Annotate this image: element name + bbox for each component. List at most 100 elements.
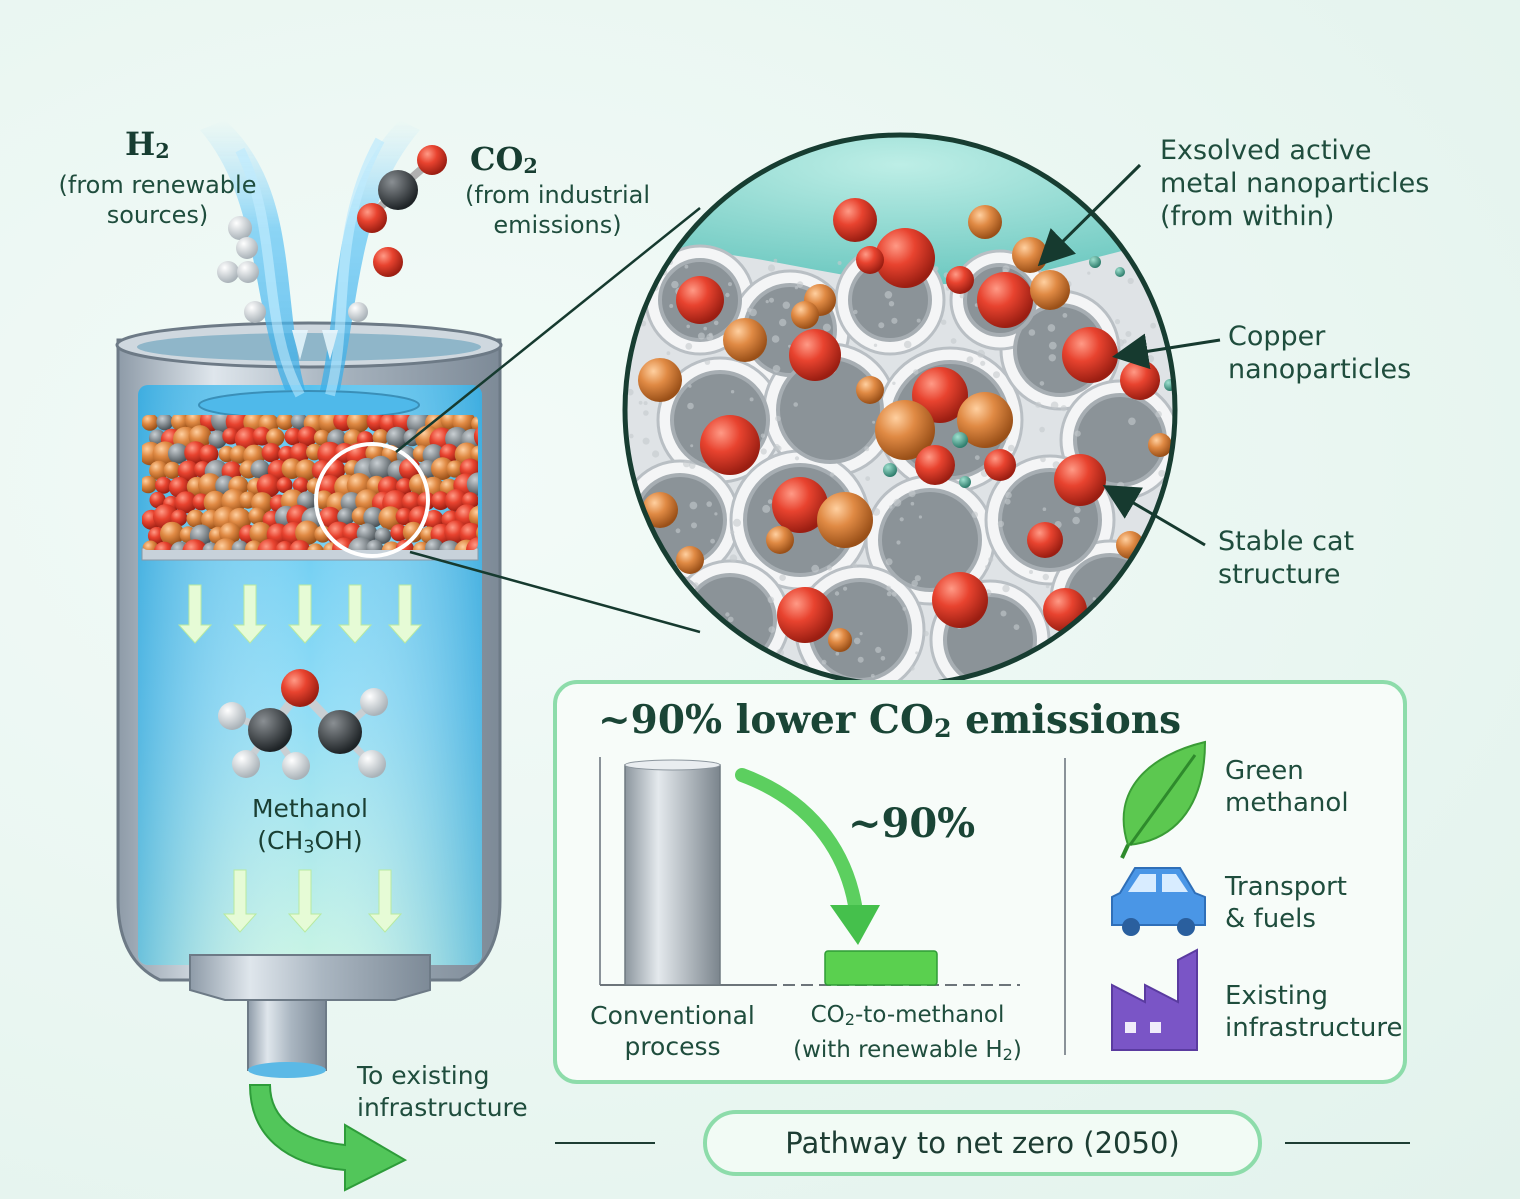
co2-molecule	[348, 145, 447, 322]
emissions-title: ~90% lower CO2 emissions	[598, 697, 1181, 743]
benefit-transport: Transport & fuels	[1225, 871, 1347, 935]
surface-texture-dot	[652, 450, 660, 458]
co2-note-line2: emissions)	[493, 211, 622, 239]
co2-source-note: (from industrial emissions)	[450, 180, 665, 240]
surface-texture-dot	[643, 401, 648, 406]
methanol-formula: (CH3OH)	[210, 825, 410, 864]
surface-texture-dot	[1029, 570, 1033, 574]
surface-texture-dot	[1122, 339, 1127, 344]
catalyst-pellet	[160, 521, 184, 546]
surface-texture-dot	[941, 319, 947, 325]
nanoparticle	[977, 272, 1033, 328]
surface-texture-dot	[1035, 401, 1042, 408]
surface-texture-dot	[687, 402, 694, 410]
surface-texture-dot	[769, 297, 774, 303]
flow-arrow-icon	[287, 869, 323, 933]
surface-texture-dot	[767, 596, 775, 604]
nanoparticle	[932, 572, 988, 628]
surface-texture-dot	[822, 323, 831, 332]
catalyst-pellet	[213, 538, 239, 550]
nanoparticle	[791, 301, 819, 329]
catalyst-pellet	[368, 455, 393, 481]
bar-label-conventional-line1: Conventional	[590, 1001, 755, 1030]
benefit-green-methanol-line1: Green	[1225, 756, 1304, 786]
surface-texture-dot	[916, 318, 921, 323]
catalyst-pellet	[222, 427, 240, 445]
nanoparticle	[1148, 433, 1172, 457]
surface-texture-dot	[725, 612, 730, 617]
catalyst-pellet	[231, 540, 249, 550]
surface-texture-dot	[703, 326, 707, 331]
surface-texture-dot	[1046, 666, 1052, 671]
surface-texture-dot	[886, 591, 892, 597]
reduction-label: ~90%	[848, 800, 976, 847]
surface-texture-dot	[636, 581, 642, 587]
surface-texture-dot	[1002, 584, 1010, 593]
surface-texture-dot	[1068, 671, 1076, 678]
catalyst-pellet	[174, 491, 197, 514]
pathway-pill	[703, 1110, 1262, 1176]
surface-texture-dot	[880, 656, 886, 661]
emissions-title-part-a: ~90% lower CO	[598, 697, 934, 743]
catalyst-pellet	[284, 427, 303, 446]
callout-exsolved-line3: (from within)	[1160, 201, 1335, 232]
surface-texture-dot	[1074, 430, 1081, 437]
surface-texture-dot	[899, 517, 904, 522]
dopant-particle	[1115, 267, 1125, 277]
surface-texture-dot	[1039, 426, 1045, 433]
reduction-arrow	[735, 768, 862, 912]
catalyst-pellet	[153, 541, 175, 550]
catalyst-pellet	[276, 415, 295, 431]
bar-label-conventional-line2: process	[624, 1032, 721, 1061]
surface-texture-dot	[821, 659, 827, 665]
catalyst-pellet	[366, 539, 384, 550]
surface-texture-dot	[1133, 597, 1141, 604]
nanoparticle	[676, 276, 724, 324]
surface-texture-dot	[1045, 663, 1052, 670]
surface-texture-dot	[1092, 597, 1097, 601]
nanoparticle	[700, 415, 760, 475]
bar-label-new-line2-sub: 2	[1002, 1045, 1013, 1065]
surface-texture-dot	[834, 591, 840, 596]
surface-texture-dot	[700, 633, 705, 638]
outlet-line2: infrastructure	[357, 1093, 528, 1122]
car-icon	[1111, 867, 1206, 936]
surface-texture-dot	[728, 282, 732, 287]
pore-cavity	[878, 488, 982, 592]
benefit-infrastructure-line2: infrastructure	[1225, 1013, 1403, 1043]
surface-texture-dot	[1050, 401, 1059, 410]
catalyst-pellet	[337, 507, 355, 526]
bar-label-conventional: Conventional process	[580, 1000, 765, 1062]
surface-texture-dot	[889, 505, 893, 509]
nanoparticle	[946, 266, 974, 294]
methanol-name: Methanol	[251, 794, 368, 823]
surface-texture-dot	[950, 338, 957, 344]
catalyst-pellet	[276, 477, 293, 494]
catalyst-pellet	[395, 478, 413, 495]
surface-texture-dot	[772, 365, 781, 373]
surface-texture-dot	[725, 292, 730, 298]
co2-subscript: 2	[523, 153, 538, 179]
nanoparticle	[856, 376, 884, 404]
nanoparticles	[638, 198, 1175, 652]
h2-note-line2: sources)	[106, 201, 209, 229]
catalyst-pellet	[244, 540, 263, 550]
surface-texture-dot	[710, 620, 716, 627]
catalyst-pellet	[142, 415, 159, 431]
catalyst-pellet	[248, 507, 266, 525]
catalyst-pellet	[229, 445, 248, 464]
surface-texture-dot	[843, 586, 848, 591]
surface-texture-dot	[656, 628, 660, 632]
catalyst-pellet	[256, 474, 281, 498]
nanoparticle	[875, 400, 935, 460]
callout-exsolved: Exsolved active metal nanoparticles (fro…	[1160, 134, 1429, 233]
surface-texture-dot	[1004, 498, 1011, 505]
surface-texture-dot	[852, 562, 858, 568]
bar-label-new-line1: CO2-to-methanol	[775, 1000, 1040, 1035]
bar-label-new-line1-sub: 2	[844, 1010, 855, 1030]
outlet-arrow-icon	[248, 1084, 408, 1192]
nanoparticle	[1030, 270, 1070, 310]
callout-stable: Stable cat structure	[1218, 525, 1354, 591]
surface-texture-dot	[1060, 405, 1067, 412]
emissions-title-part-b: emissions	[951, 697, 1182, 743]
